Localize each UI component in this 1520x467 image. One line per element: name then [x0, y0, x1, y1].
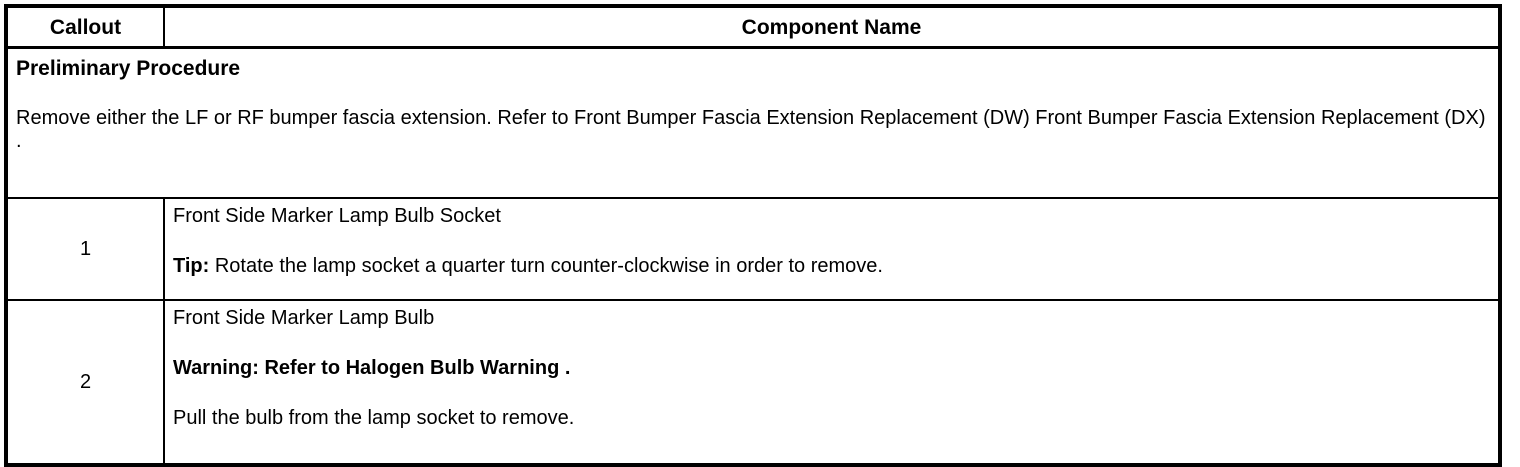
callout-column-header: Callout: [5, 5, 165, 49]
warning-paragraph: Warning: Refer to Halogen Bulb Warning .: [173, 357, 571, 379]
tip-label: Tip:: [173, 255, 210, 277]
component-cell-1: Front Side Marker Lamp Bulb Socket Tip: …: [163, 197, 1501, 301]
tip-text: Rotate the lamp socket a quarter turn co…: [209, 255, 883, 277]
preliminary-procedure-row: Preliminary Procedure Remove either the …: [5, 46, 1501, 199]
component-name-2: Front Side Marker Lamp Bulb: [173, 307, 435, 329]
component-callout-table: Callout Component Name Preliminary Proce…: [4, 4, 1502, 467]
removal-instruction: Pull the bulb from the lamp socket to re…: [173, 407, 575, 429]
table-header-row: Callout Component Name: [5, 5, 1501, 49]
preliminary-procedure-body: Remove either the LF or RF bumper fascia…: [16, 107, 1486, 152]
tip-paragraph: Tip: Rotate the lamp socket a quarter tu…: [173, 255, 1488, 278]
preliminary-procedure-cell: Preliminary Procedure Remove either the …: [5, 46, 1501, 199]
callout-number-2: 2: [5, 299, 165, 466]
component-name-column-header: Component Name: [163, 5, 1501, 49]
preliminary-procedure-title: Preliminary Procedure: [16, 57, 241, 80]
table-row: 1 Front Side Marker Lamp Bulb Socket Tip…: [5, 197, 1501, 301]
component-name-1: Front Side Marker Lamp Bulb Socket: [173, 205, 501, 227]
callout-number-1: 1: [5, 197, 165, 301]
component-cell-2: Front Side Marker Lamp Bulb Warning: Ref…: [163, 299, 1501, 466]
table-row: 2 Front Side Marker Lamp Bulb Warning: R…: [5, 299, 1501, 466]
